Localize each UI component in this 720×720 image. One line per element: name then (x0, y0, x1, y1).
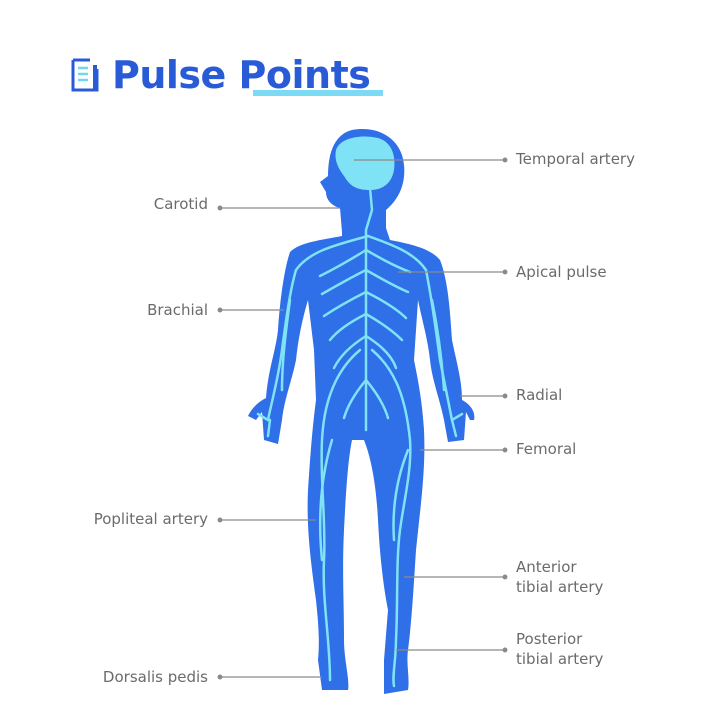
label-brachial: Brachial (147, 301, 208, 319)
label-popliteal-artery: Popliteal artery (93, 510, 208, 528)
label-femoral: Femoral (516, 440, 577, 458)
leader-lines (217, 157, 508, 680)
label-carotid: Carotid (153, 195, 208, 213)
brain (335, 136, 395, 190)
body-silhouette (248, 129, 475, 694)
vessels (256, 186, 464, 688)
label-posterior-tibial-line2: tibial artery (516, 650, 604, 668)
label-temporal-artery: Temporal artery (516, 150, 635, 168)
label-posterior-tibial-line1: Posterior (516, 630, 583, 648)
label-radial: Radial (516, 386, 563, 404)
title-block: Pulse Points (70, 50, 371, 100)
title-underline (253, 90, 383, 96)
label-apical-pulse: Apical pulse (516, 263, 607, 281)
label-anterior-tibial-line1: Anterior (516, 558, 577, 576)
document-icon (71, 58, 99, 92)
label-anterior-tibial-line2: tibial artery (516, 578, 604, 596)
label-dorsalis-pedis: Dorsalis pedis (102, 668, 208, 686)
page-title: Pulse Points (112, 53, 371, 97)
